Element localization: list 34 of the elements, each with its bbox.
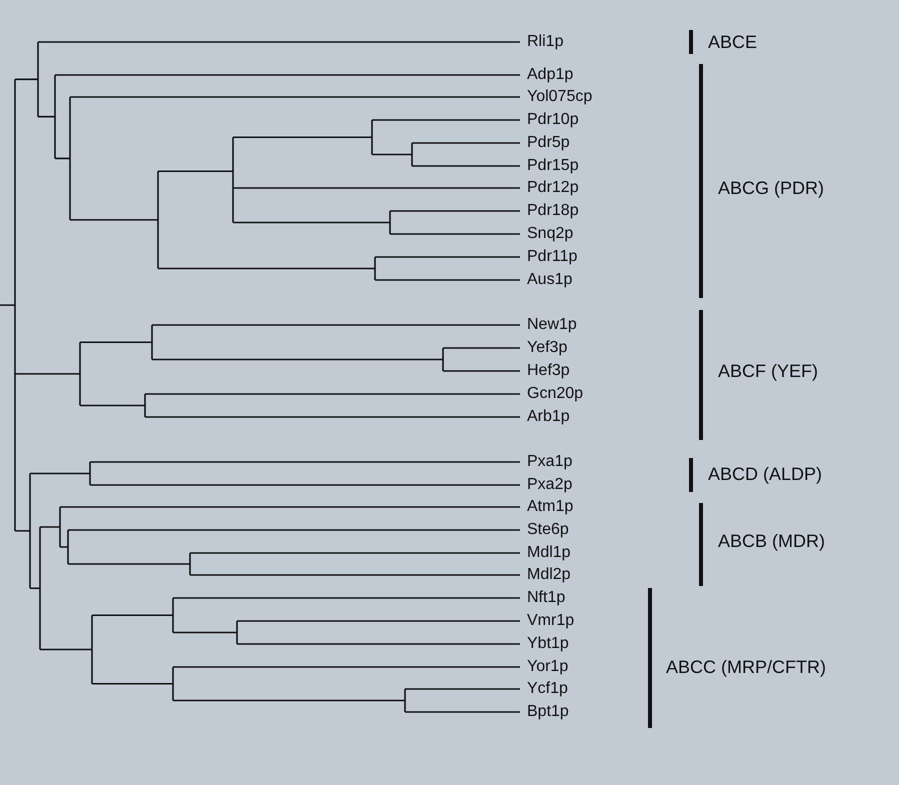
protein-name: Ste6p xyxy=(527,522,569,538)
clade-label: ABCE xyxy=(708,33,758,51)
protein-name: Pdr10p xyxy=(527,112,579,128)
protein-name: Ycf1p xyxy=(527,681,568,697)
protein-name: New1p xyxy=(527,317,577,333)
protein-name: Snq2p xyxy=(527,226,574,242)
protein-name: Adp1p xyxy=(527,67,574,83)
protein-name: Arb1p xyxy=(527,409,570,425)
protein-name: Pdr15p xyxy=(527,158,579,174)
clade-label: ABCB (MDR) xyxy=(718,532,825,550)
protein-name: Yor1p xyxy=(527,659,568,675)
protein-name: Pxa1p xyxy=(527,454,572,470)
protein-name: Gcn20p xyxy=(527,386,584,402)
clade-label: ABCF (YEF) xyxy=(718,362,818,380)
clade-label: ABCC (MRP/CFTR) xyxy=(666,658,826,676)
protein-name: Mdl1p xyxy=(527,545,571,561)
clade-label: ABCG (PDR) xyxy=(718,179,824,197)
clade-label: ABCD (ALDP) xyxy=(708,465,822,483)
protein-name: Pdr5p xyxy=(527,135,570,151)
protein-name: Mdl2p xyxy=(527,567,571,583)
protein-name: Hef3p xyxy=(527,363,570,379)
protein-name: Yol075cp xyxy=(527,89,592,105)
protein-name: Pdr18p xyxy=(527,203,579,219)
protein-name: Pxa2p xyxy=(527,477,572,493)
protein-name: Nft1p xyxy=(527,590,566,606)
protein-name: Bpt1p xyxy=(527,704,569,720)
protein-name: Pdr11p xyxy=(527,249,578,265)
protein-name: Yef3p xyxy=(527,340,568,356)
protein-name: Vmr1p xyxy=(527,613,574,629)
protein-name: Aus1p xyxy=(527,272,572,288)
protein-name: Ybt1p xyxy=(527,636,569,652)
protein-name: Pdr12p xyxy=(527,180,579,196)
protein-name: Atm1p xyxy=(527,499,574,515)
protein-name: Rli1p xyxy=(527,34,564,50)
